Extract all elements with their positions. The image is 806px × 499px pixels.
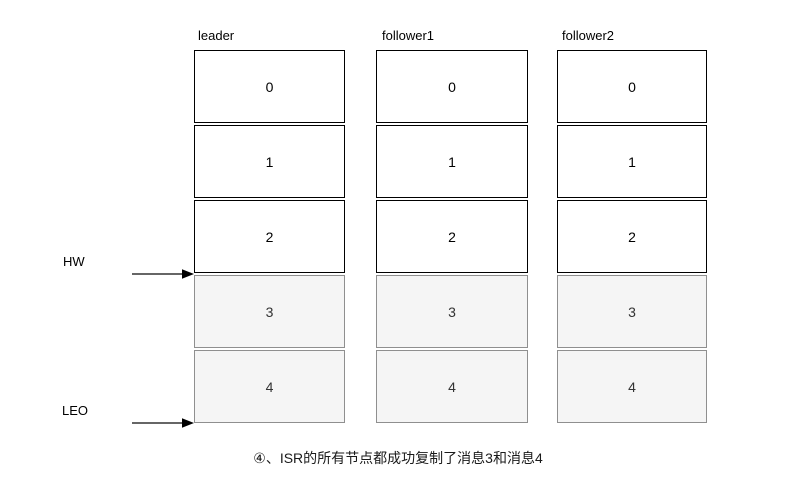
log-cell: 2 [557, 200, 707, 273]
log-cell-shaded: 3 [194, 275, 345, 348]
log-cell: 0 [376, 50, 528, 123]
caption: ④、ISR的所有节点都成功复制了消息3和消息4 [253, 450, 543, 466]
column-label-follower2: follower2 [562, 28, 615, 43]
log-cell: 1 [194, 125, 345, 198]
log-cell: 2 [376, 200, 528, 273]
partition-column-leader: 0 1 2 3 4 [194, 50, 345, 423]
column-label-leader: leader [198, 28, 235, 43]
log-cell: 2 [194, 200, 345, 273]
log-cell: 1 [376, 125, 528, 198]
log-cell-shaded: 4 [376, 350, 528, 423]
partition-column-follower1: 0 1 2 3 4 [376, 50, 528, 423]
log-cell: 1 [557, 125, 707, 198]
log-cell-shaded: 4 [557, 350, 707, 423]
leo-label: LEO [62, 403, 89, 418]
hw-arrow-icon [132, 269, 194, 279]
log-cell-shaded: 3 [557, 275, 707, 348]
hw-label: HW [63, 254, 85, 269]
leo-arrow-icon [132, 418, 194, 428]
log-cell-shaded: 4 [194, 350, 345, 423]
log-cell-shaded: 3 [376, 275, 528, 348]
log-cell: 0 [194, 50, 345, 123]
column-label-follower1: follower1 [382, 28, 435, 43]
partition-column-follower2: 0 1 2 3 4 [557, 50, 707, 423]
log-cell: 0 [557, 50, 707, 123]
